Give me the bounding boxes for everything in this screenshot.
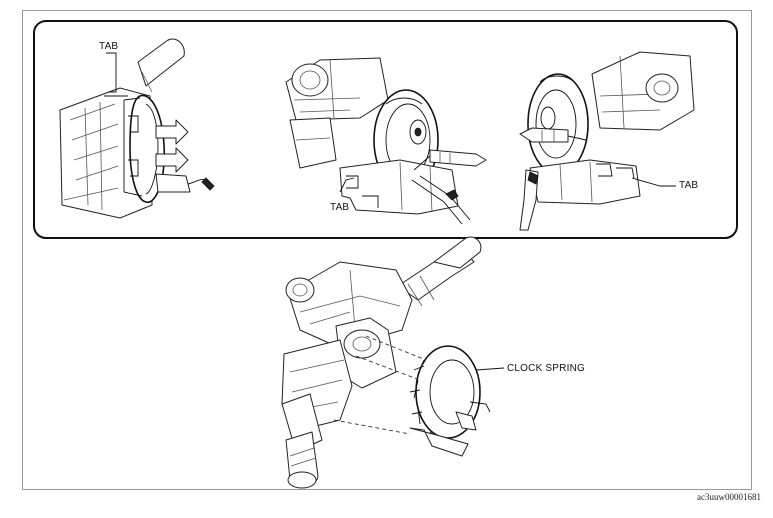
outer-frame (22, 10, 752, 490)
detail-panel-right (519, 51, 695, 231)
detail-panel-left (59, 38, 215, 219)
main-assembly (281, 236, 505, 489)
figure-code: ac3uuw00001681 (697, 492, 761, 502)
label-tab-left: TAB (99, 41, 119, 52)
label-tab-right: TAB (679, 180, 699, 191)
label-clock-spring: CLOCK SPRING (507, 363, 585, 374)
label-tab-middle: TAB (330, 202, 350, 213)
detail-panel-middle (285, 57, 487, 225)
